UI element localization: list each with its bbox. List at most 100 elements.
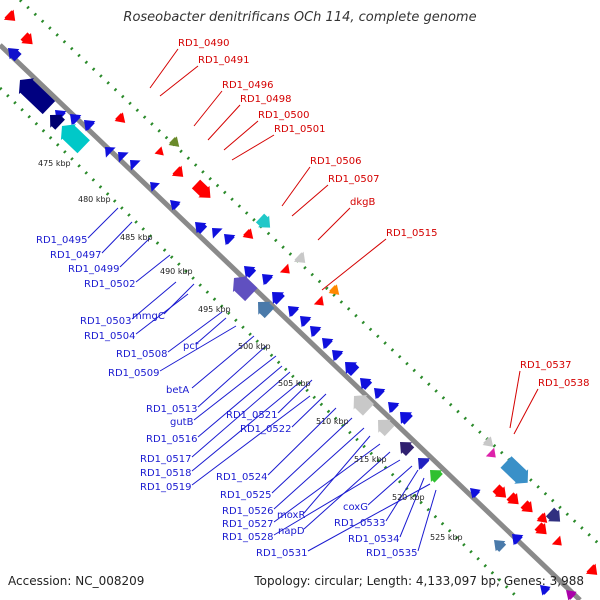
gene-label-reverse[interactable]: RD1_0508	[116, 349, 167, 360]
gene-arrow[interactable]	[44, 108, 67, 131]
gene-arrow[interactable]	[347, 389, 375, 417]
gene-label-forward[interactable]: RD1_0491	[198, 55, 249, 66]
gene-arrow[interactable]	[295, 311, 312, 328]
gene-label-reverse[interactable]: RD1_0497	[50, 250, 101, 261]
gene-arrow[interactable]	[505, 491, 523, 509]
gene-label-forward[interactable]: RD1_0490	[178, 38, 229, 49]
gene-label-reverse[interactable]: RD1_0503	[80, 316, 131, 327]
gene-arrow[interactable]	[372, 413, 396, 437]
gene-arrow[interactable]	[339, 356, 360, 377]
gene-label-reverse[interactable]: RD1_0521	[226, 410, 277, 421]
gene-label-forward[interactable]: RD1_0506	[310, 156, 361, 167]
gene-arrow[interactable]	[3, 43, 23, 63]
gene-arrow[interactable]	[328, 284, 344, 300]
gene-arrow[interactable]	[491, 483, 511, 503]
gene-label-forward[interactable]: RD1_0507	[328, 174, 379, 185]
gene-label-forward[interactable]: RD1_0537	[520, 360, 571, 371]
gene-label-forward[interactable]: RD1_0500	[258, 110, 309, 121]
gene-arrow[interactable]	[536, 512, 552, 528]
gene-arrow[interactable]	[219, 229, 236, 246]
gene-label-reverse[interactable]: RD1_0495	[36, 235, 87, 246]
gene-label-reverse[interactable]: RD1_0513	[146, 404, 197, 415]
gene-arrow[interactable]	[424, 464, 444, 484]
gene-arrow[interactable]	[489, 535, 507, 553]
gene-label-forward[interactable]: RD1_0496	[222, 80, 273, 91]
gene-arrow[interactable]	[113, 147, 129, 163]
gene-arrow[interactable]	[283, 301, 300, 318]
gene-label-reverse[interactable]: RD1_0526	[222, 506, 273, 517]
gene-arrow[interactable]	[79, 115, 96, 132]
gene-arrow[interactable]	[166, 196, 182, 212]
gene-arrow[interactable]	[207, 223, 223, 239]
gene-arrow[interactable]	[125, 155, 141, 171]
gene-arrow[interactable]	[266, 286, 286, 306]
gene-arrow[interactable]	[313, 295, 328, 310]
gene-arrow[interactable]	[242, 228, 258, 244]
gene-arrow[interactable]	[482, 436, 498, 452]
gene-label-reverse[interactable]: betA	[166, 385, 189, 396]
gene-label-forward[interactable]: RD1_0498	[240, 94, 291, 105]
gene-label-reverse[interactable]: coxG	[343, 502, 368, 513]
gene-arrow[interactable]	[190, 178, 216, 203]
gene-arrow[interactable]	[168, 136, 184, 152]
gene-arrow[interactable]	[154, 146, 168, 159]
gene-label-reverse[interactable]: RD1_0524	[216, 472, 267, 483]
gene-arrow[interactable]	[190, 217, 208, 235]
gene-arrow[interactable]	[171, 165, 188, 182]
gene-arrow[interactable]	[305, 321, 322, 338]
gene-label-reverse[interactable]: RD1_0531	[256, 548, 307, 559]
gene-label-reverse[interactable]: mmgC	[132, 311, 165, 322]
gene-label-reverse[interactable]: RD1_0528	[222, 532, 273, 543]
gene-label-reverse[interactable]: pct	[183, 341, 199, 352]
gene-arrow[interactable]	[257, 269, 274, 286]
gene-arrow[interactable]	[412, 452, 431, 471]
gene-arrow[interactable]	[466, 484, 482, 500]
gene-label-reverse[interactable]: RD1_0533	[334, 518, 385, 529]
gene-label-reverse[interactable]: RD1_0525	[220, 490, 271, 501]
gene-arrow[interactable]	[65, 109, 82, 126]
gene-arrow[interactable]	[536, 581, 552, 597]
gene-label-forward[interactable]: RD1_0501	[274, 124, 325, 135]
gene-label-reverse[interactable]: RD1_0517	[140, 454, 191, 465]
gene-arrow[interactable]	[100, 142, 116, 158]
gene-label-reverse[interactable]: RD1_0502	[84, 279, 135, 290]
gene-arrow[interactable]	[499, 455, 535, 490]
gene-arrow[interactable]	[369, 383, 386, 400]
gene-label-forward[interactable]: RD1_0538	[538, 378, 589, 389]
gene-arrow[interactable]	[394, 406, 414, 426]
gene-arrow[interactable]	[12, 72, 56, 116]
gene-arrow[interactable]	[519, 499, 537, 517]
gene-arrow[interactable]	[279, 263, 294, 278]
gene-label-reverse[interactable]: RD1_0519	[140, 482, 191, 493]
gene-arrow[interactable]	[226, 270, 259, 302]
gene-label-reverse[interactable]: RD1_0509	[108, 368, 159, 379]
gene-label-reverse[interactable]: RD1_0527	[222, 519, 273, 530]
gene-label-reverse[interactable]: RD1_0518	[140, 468, 191, 479]
gene-arrow[interactable]	[383, 397, 400, 414]
gene-label-reverse[interactable]: RD1_0516	[146, 434, 197, 445]
gene-arrow[interactable]	[507, 529, 524, 546]
gene-arrow[interactable]	[551, 535, 566, 550]
gene-label-reverse[interactable]: RD1_0534	[348, 534, 399, 545]
gene-arrow[interactable]	[485, 447, 500, 462]
gene-arrow[interactable]	[19, 31, 37, 49]
gene-label-forward[interactable]: RD1_0515	[386, 228, 437, 239]
gene-arrow[interactable]	[533, 521, 551, 539]
gene-arrow[interactable]	[239, 261, 257, 279]
gene-arrow[interactable]	[114, 112, 130, 128]
gene-arrow[interactable]	[355, 373, 373, 391]
gene-arrow[interactable]	[54, 118, 91, 155]
gene-label-reverse[interactable]: RD1_0535	[366, 548, 417, 559]
gene-label-reverse[interactable]: RD1_0504	[84, 331, 135, 342]
gene-label-reverse[interactable]: napD	[278, 526, 305, 537]
gene-label-reverse[interactable]: RD1_0499	[68, 264, 119, 275]
gene-label-reverse[interactable]: moxR	[277, 510, 305, 521]
gene-arrow[interactable]	[394, 436, 415, 457]
gene-arrow[interactable]	[544, 506, 565, 527]
gene-arrow[interactable]	[327, 345, 344, 362]
gene-label-reverse[interactable]: gutB	[170, 417, 194, 428]
gene-arrow[interactable]	[254, 212, 275, 233]
gene-arrow[interactable]	[585, 563, 600, 580]
gene-arrow[interactable]	[562, 586, 578, 600]
gene-arrow[interactable]	[3, 9, 20, 26]
